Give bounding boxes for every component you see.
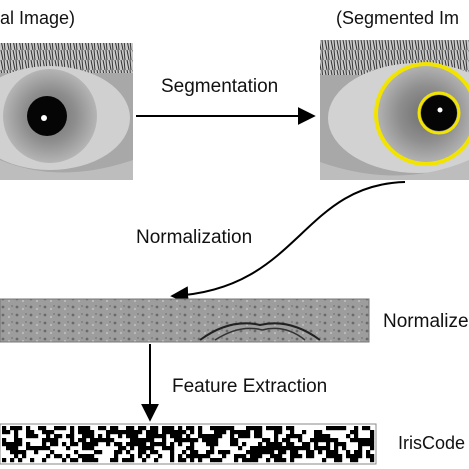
pupil-boundary-circle: [417, 91, 461, 135]
iriscode-pattern: [0, 423, 377, 465]
normalization-label: Normalization: [136, 227, 253, 248]
normalization-arrow: [170, 181, 406, 305]
segmented-eye-image: [320, 40, 469, 180]
feature-extraction-label: Feature Extraction: [172, 376, 328, 397]
normalized-iris-strip: [0, 298, 370, 343]
original-image-label: al Image): [0, 8, 76, 28]
iriscode-label: IrisCode: [398, 433, 466, 453]
segmented-image-label: (Segmented Im: [336, 8, 460, 28]
iris-boundary-circle: [374, 62, 469, 166]
segmentation-label: Segmentation: [161, 76, 279, 97]
normalized-image-label: Normalize: [383, 311, 469, 332]
original-eye-image: [0, 43, 133, 180]
